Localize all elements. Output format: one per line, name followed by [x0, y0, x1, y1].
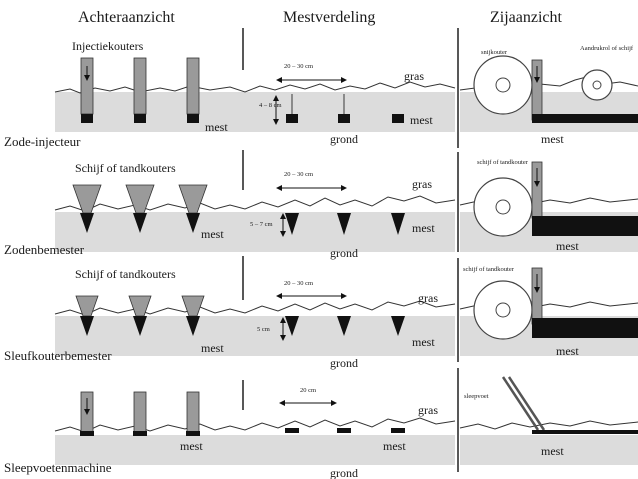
tool-label: Schijf of tandkouters — [75, 267, 176, 281]
grass-line — [54, 300, 456, 316]
manure-label: mest — [383, 439, 406, 453]
soil-band — [55, 92, 455, 132]
manure-layer — [532, 114, 638, 123]
grass-label: gras — [418, 403, 438, 417]
manure-strip — [80, 431, 94, 436]
manure-slot — [133, 316, 147, 336]
manure-pocket — [134, 114, 146, 123]
manure-slot — [285, 213, 299, 235]
manure-pocket — [338, 114, 350, 123]
grass-label: gras — [412, 177, 432, 191]
manure-label-side: mest — [556, 239, 579, 253]
manure-strip — [337, 428, 351, 433]
trailing-shoe — [186, 391, 200, 435]
manure-label-side: mest — [541, 132, 564, 146]
manure-label: mest — [180, 439, 203, 453]
header-rear-view: Achteraanzicht — [78, 9, 175, 26]
row-sleepvoetenmachine: 20 cm sleepvoet gras mest mest grond mes… — [4, 376, 638, 479]
manure-slot — [285, 316, 299, 336]
manure-slot — [391, 316, 405, 336]
manure-strip — [133, 431, 147, 436]
manure-label-side: mest — [541, 444, 564, 458]
row-name: Zodenbemester — [4, 242, 85, 257]
row-name: Sleepvoetenmachine — [4, 460, 112, 475]
manure-label-side: mest — [556, 344, 579, 358]
manure-label: mest — [201, 341, 224, 355]
manure-pocket — [392, 114, 404, 123]
press-roller — [581, 69, 613, 101]
soil-label: grond — [330, 466, 358, 479]
side-label: schijf of tandkouter — [477, 159, 529, 166]
manure-strip — [186, 431, 200, 436]
depth-label: 4 – 8 cm — [259, 102, 282, 109]
grass-line — [54, 195, 456, 212]
grass-label: gras — [418, 291, 438, 305]
manure-label: mest — [205, 120, 228, 134]
row-name: Zode-injecteur — [4, 134, 81, 149]
cutting-disc — [473, 55, 533, 115]
manure-slot — [337, 213, 351, 235]
manure-layer — [532, 318, 638, 338]
soil-band-side — [460, 435, 638, 465]
disc-coulter — [125, 184, 155, 214]
manure-strip — [391, 428, 405, 433]
disc-side — [473, 280, 533, 340]
grass-line — [54, 417, 456, 433]
trailing-shoe — [133, 391, 147, 435]
depth-label: 5 – 7 cm — [250, 221, 273, 228]
disc-coulter — [181, 295, 205, 317]
manure-pocket — [286, 114, 298, 123]
depth-label: 5 cm — [257, 326, 270, 333]
row-zodenbemester: 20 – 30 cm 5 – 7 cm schijf of tandkouter… — [4, 159, 638, 260]
grass-line-side — [459, 420, 638, 430]
soil-label: grond — [330, 132, 358, 146]
soil-band — [55, 435, 455, 465]
manure-slot — [80, 316, 94, 336]
manure-pocket — [187, 114, 199, 123]
spacing-label: 20 – 30 cm — [284, 171, 313, 178]
disc-side — [473, 177, 533, 237]
header-side-view: Zijaanzicht — [490, 9, 563, 26]
header-distribution: Mestverdeling — [283, 9, 375, 26]
grass-label: gras — [404, 69, 424, 83]
soil-band — [55, 316, 455, 356]
row-sleufkouterbemester: 20 – 30 cm 5 cm schijf of tandkouter Sch… — [4, 266, 638, 370]
manure-slot — [391, 213, 405, 235]
side-label: snijkouter — [481, 49, 508, 56]
spacing-label: 20 – 30 cm — [284, 63, 313, 70]
manure-slot — [337, 316, 351, 336]
row-zode-injecteur: 20 – 30 cm 4 – 8 cm snijkouter Aandrukro… — [4, 39, 638, 149]
row-name: Sleufkouterbemester — [4, 348, 112, 363]
soil-band — [55, 212, 455, 252]
manure-label: mest — [410, 113, 433, 127]
trailing-shoe-side — [501, 376, 540, 431]
manure-slot — [80, 213, 94, 233]
side-label: schijf of tandkouter — [463, 266, 515, 273]
soil-label: grond — [330, 246, 358, 260]
manure-layer — [532, 216, 638, 236]
manure-layer — [532, 430, 638, 434]
side-label: sleepvoet — [464, 393, 489, 400]
spacing-label: 20 cm — [300, 387, 316, 394]
manure-label: mest — [201, 227, 224, 241]
manure-strip — [285, 428, 299, 433]
spacing-label: 20 – 30 cm — [284, 280, 313, 287]
injector-shank — [133, 57, 147, 115]
injector-shank — [186, 57, 200, 115]
soil-label: grond — [330, 356, 358, 370]
tool-label: Schijf of tandkouters — [75, 161, 176, 175]
manure-slot — [186, 316, 200, 336]
manure-label: mest — [412, 221, 435, 235]
manure-pocket — [81, 114, 93, 123]
manure-slot — [186, 213, 200, 233]
column-separators — [242, 28, 459, 472]
manure-label: mest — [412, 335, 435, 349]
tool-label: Injectiekouters — [72, 39, 144, 53]
side-label: Aandrukrol of schijf — [580, 45, 634, 52]
disc-coulter — [178, 184, 208, 214]
grass-line — [54, 81, 456, 94]
manure-slot — [133, 213, 147, 233]
